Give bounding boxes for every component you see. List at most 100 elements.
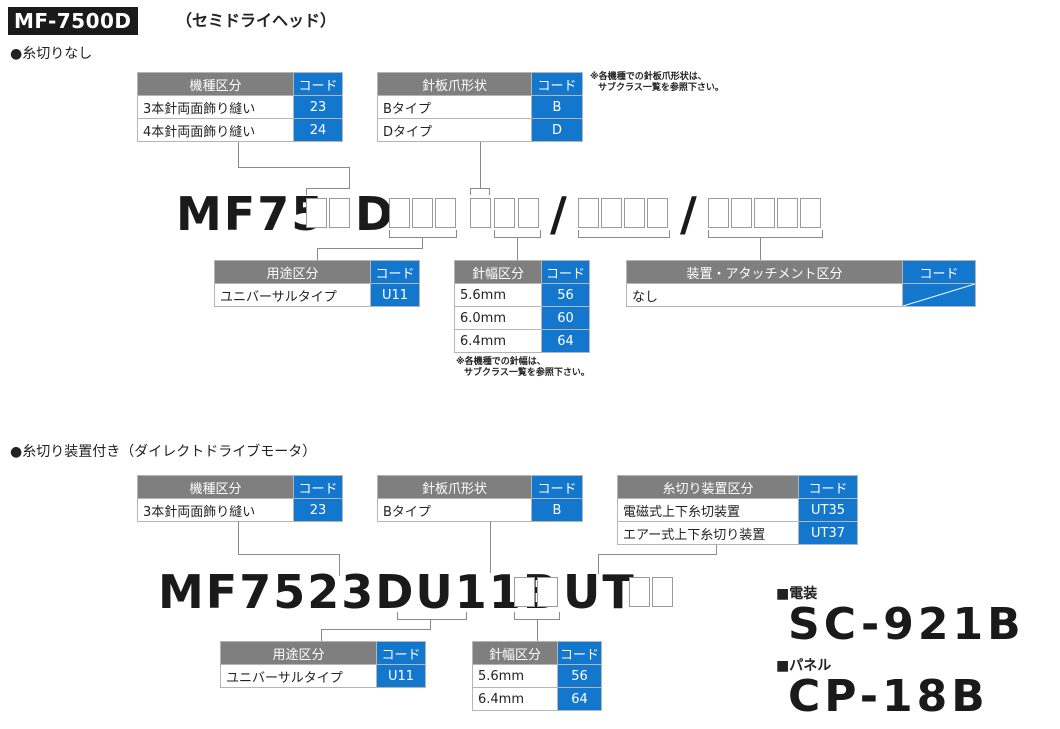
connector-line bbox=[517, 237, 518, 260]
code-slot bbox=[514, 577, 535, 607]
claw-shape-table-2: 針板爪形状 コード Bタイプ B bbox=[377, 475, 583, 522]
cell-code: 56 bbox=[541, 283, 590, 307]
cell-name: 電磁式上下糸切装置 bbox=[617, 498, 799, 522]
cell-name: 6.4mm bbox=[472, 687, 558, 711]
connector-line bbox=[822, 230, 823, 238]
table-header: 針幅区分 bbox=[472, 641, 558, 665]
cell-code: 23 bbox=[293, 498, 343, 522]
cell-name: ユニバーサルタイプ bbox=[214, 283, 371, 307]
cell-code: U11 bbox=[370, 283, 420, 307]
code-slot bbox=[578, 198, 599, 228]
table-header-code: コード bbox=[541, 260, 590, 284]
table-header: 糸切り装置区分 bbox=[617, 475, 799, 499]
table-row: 3本針両面飾り縫い 23 bbox=[137, 498, 343, 522]
table-row: Bタイプ B bbox=[377, 498, 583, 522]
table-header: 装置・アタッチメント区分 bbox=[626, 260, 903, 284]
usage-table-2: 用途区分 コード ユニバーサルタイプ U11 bbox=[220, 641, 426, 688]
code-slot bbox=[329, 198, 350, 228]
connector-line bbox=[494, 230, 495, 238]
connector-line bbox=[489, 188, 490, 195]
cell-name: 5.6mm bbox=[472, 664, 558, 688]
cell-code: D bbox=[531, 118, 583, 142]
table-row: ユニバーサルタイプ U11 bbox=[220, 664, 426, 688]
model-code-slash: / bbox=[680, 187, 699, 241]
cell-code: UT35 bbox=[798, 498, 858, 522]
cell-name: ユニバーサルタイプ bbox=[220, 664, 377, 688]
table-row: 6.0mm 60 bbox=[454, 306, 590, 330]
code-slot bbox=[389, 198, 410, 228]
cell-name: Bタイプ bbox=[377, 95, 532, 119]
table-header-code: コード bbox=[293, 72, 343, 96]
table-row: 3本針両面飾り縫い 23 bbox=[137, 95, 343, 119]
table-row: Dタイプ D bbox=[377, 118, 583, 142]
thread-cutter-table: 糸切り装置区分 コード 電磁式上下糸切装置 UT35 エアー式上下糸切り装置 U… bbox=[617, 475, 858, 545]
diagonal-slash-icon bbox=[903, 284, 975, 306]
connector-line bbox=[470, 188, 490, 189]
table-header-code: コード bbox=[902, 260, 976, 284]
table-header-code: コード bbox=[557, 641, 602, 665]
usage-table: 用途区分 コード ユニバーサルタイプ U11 bbox=[214, 260, 420, 307]
cell-name: 3本針両面飾り縫い bbox=[137, 95, 294, 119]
cell-code: B bbox=[531, 498, 583, 522]
table-row: 5.6mm 56 bbox=[472, 664, 602, 688]
connector-line bbox=[430, 619, 431, 630]
connector-line bbox=[456, 230, 457, 238]
connector-line bbox=[238, 554, 340, 555]
connector-line bbox=[422, 237, 423, 249]
code-slot bbox=[629, 577, 650, 607]
table-header: 機種区分 bbox=[137, 475, 294, 499]
code-slot bbox=[537, 577, 558, 607]
connector-line bbox=[306, 188, 350, 189]
model-code-ut: UT bbox=[563, 565, 636, 619]
claw-shape-table: 針板爪形状 コード Bタイプ B Dタイプ D bbox=[377, 72, 583, 142]
cell-name: 4本針両面飾り縫い bbox=[137, 118, 294, 142]
section2-label: ●糸切り装置付き（ダイレクトドライブモータ） bbox=[10, 444, 317, 460]
connector-line bbox=[339, 554, 340, 576]
connector-line bbox=[480, 142, 481, 188]
table-header: 用途区分 bbox=[220, 641, 377, 665]
model-code-d: D bbox=[355, 187, 396, 241]
claw-note: ※各機種での針板爪形状は、 サブクラス一覧を参照下さい。 bbox=[590, 72, 724, 93]
connector-line bbox=[238, 167, 349, 168]
connector-line bbox=[559, 612, 560, 620]
cell-name: エアー式上下糸切り装置 bbox=[617, 521, 799, 545]
table-header: 針板爪形状 bbox=[377, 72, 532, 96]
cell-name: Dタイプ bbox=[377, 118, 532, 142]
code-slot bbox=[731, 198, 752, 228]
code-slot bbox=[647, 198, 668, 228]
cell-code: 24 bbox=[293, 118, 343, 142]
needle-width-table: 針幅区分 コード 5.6mm 56 6.0mm 60 6.4mm 64 bbox=[454, 260, 590, 353]
connector-line bbox=[466, 612, 467, 620]
cell-code: 64 bbox=[541, 329, 590, 353]
table-header-code: コード bbox=[531, 72, 583, 96]
cell-name: 6.0mm bbox=[454, 306, 542, 330]
device-attachment-table: 装置・アタッチメント区分 コード なし bbox=[626, 260, 976, 307]
connector-line bbox=[578, 237, 670, 238]
table-header-code: コード bbox=[370, 260, 420, 284]
cell-code: 56 bbox=[557, 664, 602, 688]
table-row: 5.6mm 56 bbox=[454, 283, 590, 307]
connector-line bbox=[349, 167, 350, 189]
table-header: 針板爪形状 bbox=[377, 475, 532, 499]
cell-name: Bタイプ bbox=[377, 498, 532, 522]
connector-line bbox=[537, 619, 538, 641]
table-row: 電磁式上下糸切装置 UT35 bbox=[617, 498, 858, 522]
electrical-value: SC-921B bbox=[788, 599, 1025, 650]
connector-line bbox=[397, 612, 398, 620]
connector-line bbox=[708, 237, 823, 238]
width-note: ※各機種での針幅は、 サブクラス一覧を参照下さい。 bbox=[456, 357, 590, 378]
code-slot bbox=[306, 198, 327, 228]
connector-line bbox=[238, 521, 239, 555]
table-header-code: コード bbox=[798, 475, 858, 499]
connector-line bbox=[540, 230, 541, 238]
code-slot bbox=[708, 198, 729, 228]
connector-line bbox=[598, 554, 599, 574]
section1-label: ●糸切りなし bbox=[10, 46, 93, 62]
table-row: 6.4mm 64 bbox=[454, 329, 590, 353]
code-slot bbox=[777, 198, 798, 228]
connector-line bbox=[708, 230, 709, 238]
code-slot bbox=[435, 198, 456, 228]
table-header-code: コード bbox=[293, 475, 343, 499]
table-header: 機種区分 bbox=[137, 72, 294, 96]
table-row: 6.4mm 64 bbox=[472, 687, 602, 711]
